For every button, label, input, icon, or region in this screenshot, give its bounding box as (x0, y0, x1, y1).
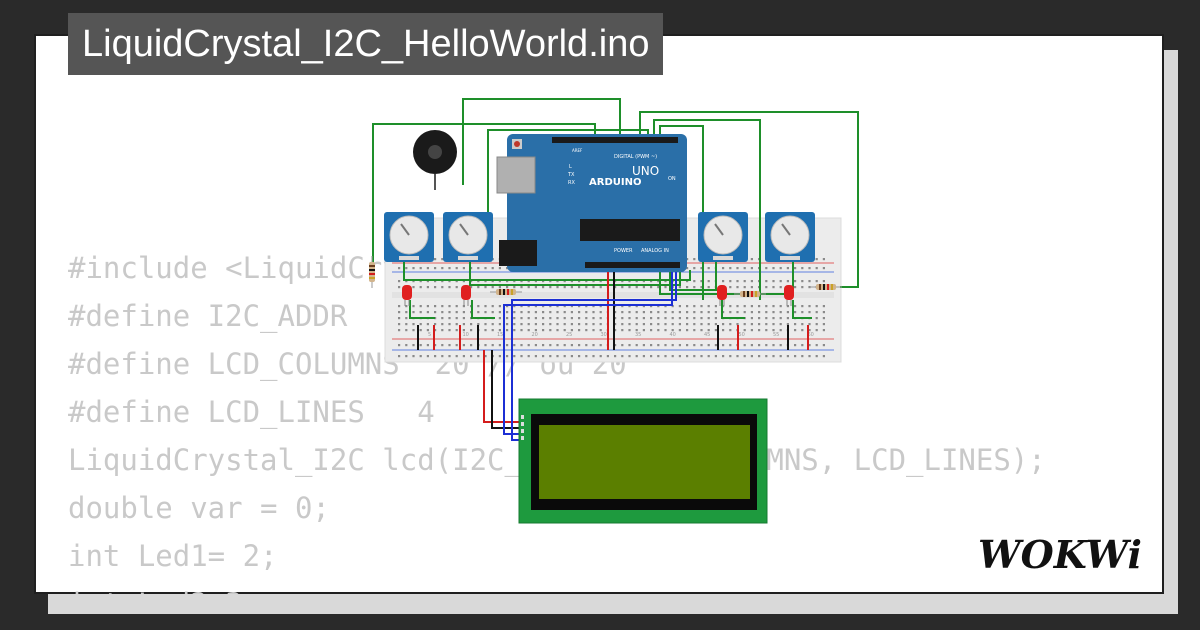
column-number: 50 (739, 332, 745, 338)
potentiometer[interactable] (698, 212, 748, 262)
potentiometer[interactable] (765, 212, 815, 262)
column-number: 55 (773, 332, 779, 338)
aref-label: AREF (572, 148, 583, 153)
arduino-uno[interactable]: ARDUINO UNO DIGITAL (PWM ~) POWER ANALOG… (496, 134, 687, 272)
resistor[interactable] (490, 289, 522, 295)
resistor[interactable] (810, 284, 842, 290)
potentiometer[interactable] (384, 212, 434, 262)
lcd-pin (521, 436, 524, 440)
column-number: 35 (635, 332, 641, 338)
analog-label: ANALOG IN (641, 248, 669, 254)
wokwi-logo: WOKWi (978, 532, 1142, 576)
led[interactable] (784, 285, 794, 306)
leds (402, 285, 794, 306)
lcd-pin (521, 422, 524, 426)
column-number: 5 (428, 332, 431, 338)
led[interactable] (717, 285, 727, 306)
breadboard-column-numbers: 5 10 15 20 25 30 35 40 45 50 55 60 (428, 332, 814, 338)
lcd-display[interactable] (518, 398, 768, 524)
led[interactable] (461, 285, 471, 306)
board-brand: ARDUINO (589, 177, 641, 188)
l-label: L (569, 164, 572, 170)
power-label: POWER (614, 248, 633, 254)
on-label: ON (668, 176, 676, 182)
power-wires (417, 270, 809, 441)
digital-label: DIGITAL (PWM ~) (614, 154, 657, 160)
buzzer[interactable] (413, 130, 457, 190)
code-line: int Led2=3; (68, 584, 1168, 594)
column-number: 40 (670, 332, 676, 338)
resistors (369, 256, 842, 297)
wokwi-logo-text: WOKWi (978, 532, 1142, 576)
code-line: int Led1= 2; (68, 539, 278, 573)
code-line: #define LCD_LINES 4 (68, 395, 435, 429)
project-title: LiquidCrystal_I2C_HelloWorld.ino (68, 13, 664, 75)
rx-label: RX (568, 180, 575, 186)
resistor[interactable] (369, 256, 375, 288)
column-number: 20 (532, 332, 538, 338)
led[interactable] (402, 285, 412, 306)
board-model: UNO (632, 164, 659, 178)
lcd-pin (521, 429, 524, 433)
column-number: 15 (497, 332, 503, 338)
column-number: 30 (601, 332, 607, 338)
resistor[interactable] (734, 291, 766, 297)
potentiometer[interactable] (443, 212, 493, 262)
column-number: 45 (704, 332, 710, 338)
tx-label: TX (567, 172, 575, 178)
code-line: double var = 0; (68, 491, 330, 525)
lcd-pin-header (521, 415, 524, 440)
column-number: 60 (808, 332, 814, 338)
lcd-pin (521, 415, 524, 419)
column-number: 25 (566, 332, 572, 338)
potentiometers (384, 212, 815, 262)
column-number: 10 (463, 332, 469, 338)
